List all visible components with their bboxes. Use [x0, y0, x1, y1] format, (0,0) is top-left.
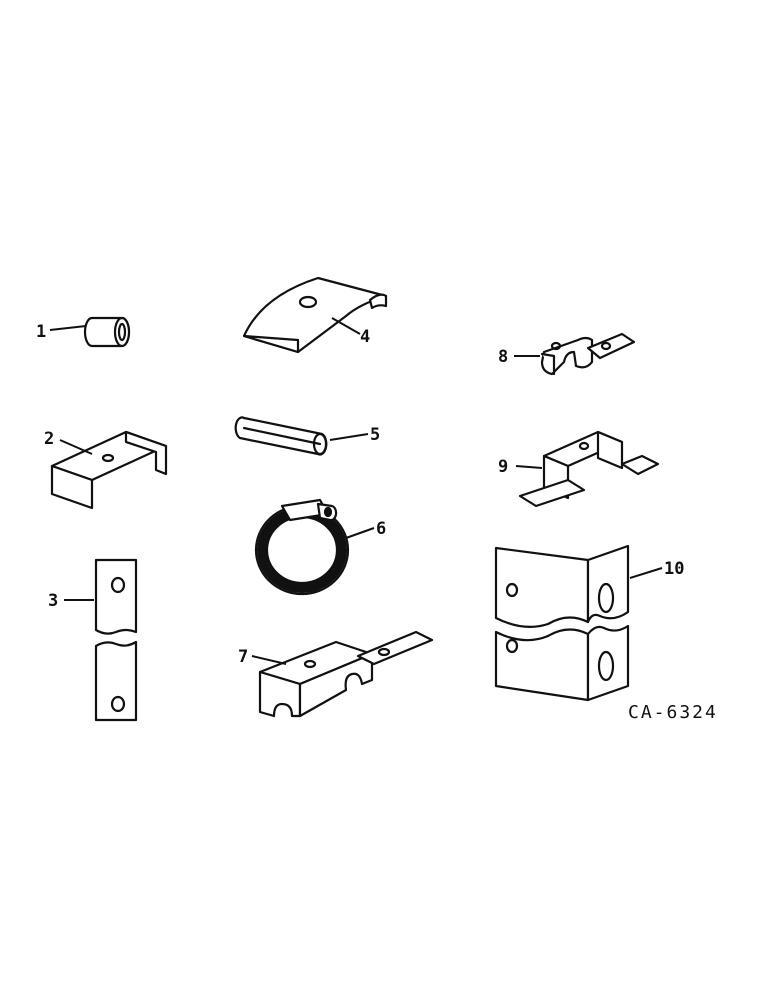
leader-1 — [49, 325, 87, 331]
part-8-loop-clip — [540, 332, 636, 376]
part-4-saddle-plate — [242, 276, 388, 354]
part-1-bushing — [83, 316, 131, 348]
callout-5: 5 — [370, 425, 380, 445]
leader-6 — [345, 527, 375, 539]
part-10-angle-iron — [494, 544, 630, 702]
leader-4 — [331, 317, 361, 335]
part-7-twin-clip — [258, 630, 434, 718]
part-9-offset-bracket — [518, 430, 660, 508]
callout-6: 6 — [376, 519, 386, 539]
callout-10: 10 — [664, 559, 684, 579]
callout-8: 8 — [498, 347, 508, 367]
figure-code: CA-6324 — [628, 702, 718, 723]
leader-9 — [515, 465, 543, 469]
part-3-flat-strap — [94, 558, 138, 722]
callout-7: 7 — [238, 647, 248, 667]
callout-1: 1 — [36, 322, 46, 342]
part-5-pin — [234, 416, 328, 456]
callout-3: 3 — [48, 591, 58, 611]
leader-10 — [629, 567, 663, 579]
callout-4: 4 — [360, 327, 370, 347]
part-2-strap-bracket — [50, 430, 168, 510]
part-6-hose-clamp — [254, 498, 350, 596]
leader-5 — [329, 433, 369, 441]
callout-2: 2 — [44, 429, 54, 449]
leader-2 — [59, 439, 93, 455]
leader-7 — [251, 655, 287, 665]
callout-9: 9 — [498, 457, 508, 477]
